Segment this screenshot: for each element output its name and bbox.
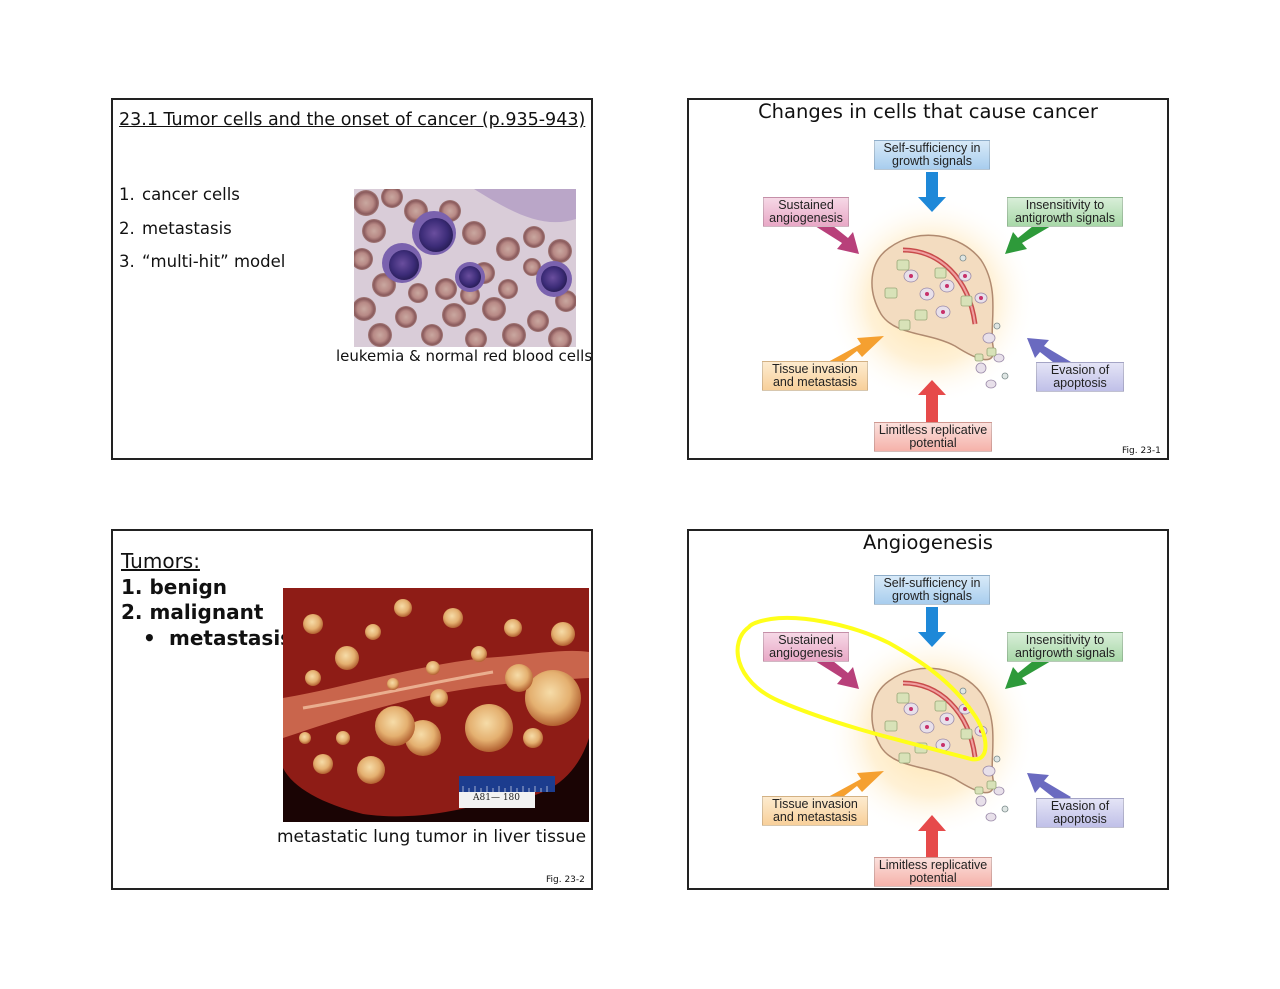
list-item: 1. benign — [121, 575, 292, 601]
list-item: 1.cancer cells — [119, 178, 285, 212]
list-sub-item: •metastasis — [121, 626, 292, 652]
blood-smear-image — [354, 189, 576, 347]
topic-list: 1.cancer cells 2.metastasis 3.“multi-hit… — [119, 178, 285, 279]
figure-number: Fig. 23-2 — [546, 875, 585, 885]
slide-title: 23.1 Tumor cells and the onset of cancer… — [119, 110, 585, 130]
slide-changes-in-cells: Changes in cells that cause cancer — [687, 98, 1169, 460]
list-item: 3.“multi-hit” model — [119, 245, 285, 279]
slide-tumor-cells: 23.1 Tumor cells and the onset of cancer… — [111, 98, 593, 460]
liver-tumor-image — [283, 588, 589, 822]
tumor-list: Tumors: 1. benign 2. malignant •metastas… — [121, 549, 292, 651]
list-item: 2. malignant — [121, 600, 292, 626]
slide-tumors: Tumors: 1. benign 2. malignant •metastas… — [111, 529, 593, 890]
slide-title: Tumors: — [121, 549, 292, 575]
slide-angiogenesis: Angiogenesis — [687, 529, 1169, 890]
list-item: 2.metastasis — [119, 212, 285, 246]
image-caption: metastatic lung tumor in liver tissue — [277, 827, 586, 847]
image-caption: leukemia & normal red blood cells — [336, 347, 592, 365]
figure-number: Fig. 23-1 — [1122, 446, 1161, 456]
ruler-label: A81— 180 — [473, 793, 520, 803]
